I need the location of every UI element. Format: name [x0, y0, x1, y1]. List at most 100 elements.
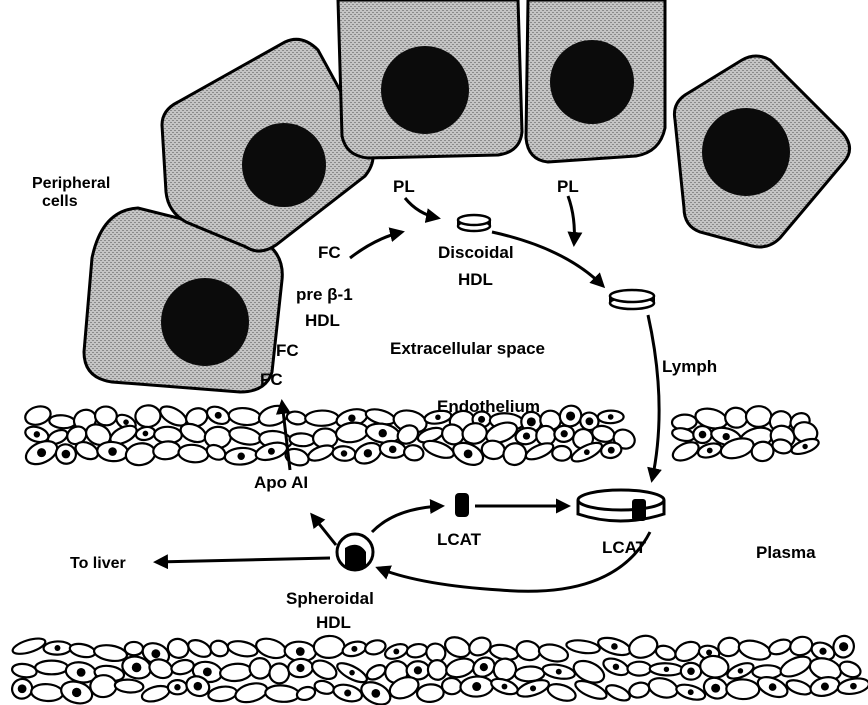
endothelial-cell	[265, 684, 300, 703]
endothelial-cell	[309, 657, 339, 683]
endothelial-nucleus	[379, 429, 387, 437]
extracellular-space-label: Extracellular space	[390, 339, 545, 358]
endothelial-cell	[699, 654, 730, 679]
endothelial-nucleus	[527, 417, 536, 426]
peripheral-cells	[84, 0, 850, 392]
endothelial-cell	[313, 679, 335, 696]
peripheral-cells-label-line2: cells	[42, 193, 78, 210]
endothelial-nucleus	[613, 664, 619, 670]
endothelial-nucleus	[472, 682, 481, 691]
apo-ai-label: Apo AI	[254, 473, 308, 492]
endothelial-nucleus	[237, 453, 244, 460]
nucleus	[161, 278, 249, 366]
pl-left-label: PL	[393, 177, 415, 196]
endothelium-upper	[22, 402, 820, 469]
endothelial-cell	[364, 638, 387, 656]
endothelial-cell	[406, 642, 429, 659]
endothelial-cell	[69, 642, 97, 659]
endothelial-cell	[140, 683, 171, 704]
arrow-fc-to-discoidal	[350, 232, 402, 258]
endothelial-cell	[124, 441, 157, 467]
endothelial-nucleus	[586, 417, 594, 425]
endothelial-cell	[837, 659, 862, 680]
endothelial-nucleus	[414, 666, 422, 674]
endothelial-cell	[467, 634, 494, 658]
spheroidal-hdl-label-line1: Spheroidal	[286, 589, 374, 608]
endothelial-cell	[403, 444, 425, 462]
endothelial-cell	[289, 433, 315, 447]
endothelial-nucleus	[608, 447, 615, 454]
endothelial-nucleus	[393, 649, 399, 655]
endothelial-cell	[31, 683, 64, 702]
plasma-label: Plasma	[756, 543, 816, 562]
endothelial-cell	[566, 638, 601, 655]
endothelial-nucleus	[478, 416, 485, 423]
endothelial-cell	[767, 637, 793, 657]
discoidal-hdl-label-line2: HDL	[458, 270, 493, 289]
endothelial-nucleus	[699, 431, 707, 439]
endothelial-cell	[233, 680, 269, 705]
endothelial-nucleus	[349, 670, 355, 676]
pl-right-label: PL	[557, 177, 579, 196]
endothelial-cell	[35, 661, 68, 675]
endothelial-nucleus	[348, 414, 355, 421]
arrow-spheroidal-to-apo-ai	[312, 515, 336, 545]
endothelial-nucleus	[37, 448, 46, 457]
endothelial-cell	[591, 424, 616, 444]
arrow-to-liver	[156, 558, 330, 562]
endothelial-nucleus	[850, 683, 857, 690]
endothelial-cell	[417, 684, 444, 703]
peripheral-cell-5	[674, 56, 849, 247]
endothelial-cell	[604, 682, 632, 703]
endothelial-nucleus	[132, 663, 142, 673]
endothelial-nucleus	[268, 448, 275, 455]
endothelial-nucleus	[54, 645, 60, 651]
endothelial-nucleus	[561, 430, 568, 437]
endothelial-cell	[628, 681, 651, 700]
endothelial-cell	[248, 656, 273, 680]
endothelial-nucleus	[723, 433, 730, 440]
pre-beta-hdl-label-line2: HDL	[305, 311, 340, 330]
endothelium-lower	[9, 632, 868, 705]
endothelial-nucleus	[72, 688, 81, 697]
endothelial-cell	[778, 653, 814, 681]
spheroidal-hdl-particle	[337, 534, 373, 571]
endothelial-nucleus	[556, 669, 562, 675]
endothelial-nucleus	[341, 450, 347, 456]
endothelial-nucleus	[77, 668, 86, 677]
endothelial-nucleus	[711, 684, 720, 693]
endothelial-cell	[286, 410, 307, 426]
endothelial-cell	[11, 635, 47, 657]
endothelial-nucleus	[502, 684, 508, 690]
endothelial-nucleus	[151, 649, 160, 658]
pre-beta-hdl-label-line1: pre β-1	[296, 285, 353, 304]
endothelial-cell	[49, 414, 76, 429]
endothelial-cell	[626, 632, 660, 661]
endothelial-cell	[228, 407, 262, 427]
lcat-molecule	[455, 493, 469, 517]
fc-mid-label: FC	[276, 341, 299, 360]
endothelial-nucleus	[108, 447, 117, 456]
endothelial-nucleus	[523, 432, 530, 439]
endothelial-nucleus	[530, 685, 536, 691]
endothelial-cell	[305, 410, 339, 426]
endothelial-nucleus	[371, 689, 380, 698]
endothelial-cell	[170, 658, 195, 676]
endothelial-cell	[23, 404, 53, 428]
endothelial-nucleus	[802, 444, 807, 449]
nucleus	[702, 108, 790, 196]
lcat-right-label: LCAT	[602, 538, 647, 557]
endothelial-nucleus	[34, 431, 40, 437]
endothelial-cell	[546, 681, 578, 704]
endothelial-nucleus	[819, 648, 826, 655]
endothelial-nucleus	[194, 682, 203, 691]
hdl-lcat-complex	[578, 490, 664, 521]
endothelial-nucleus	[738, 668, 744, 674]
endothelial-cell	[95, 406, 118, 426]
endothelial-cell	[134, 404, 161, 428]
endothelial-nucleus	[687, 667, 695, 675]
endothelial-nucleus	[143, 431, 149, 437]
nucleus	[550, 40, 634, 124]
endothelium-label: Endothelium	[437, 397, 540, 416]
